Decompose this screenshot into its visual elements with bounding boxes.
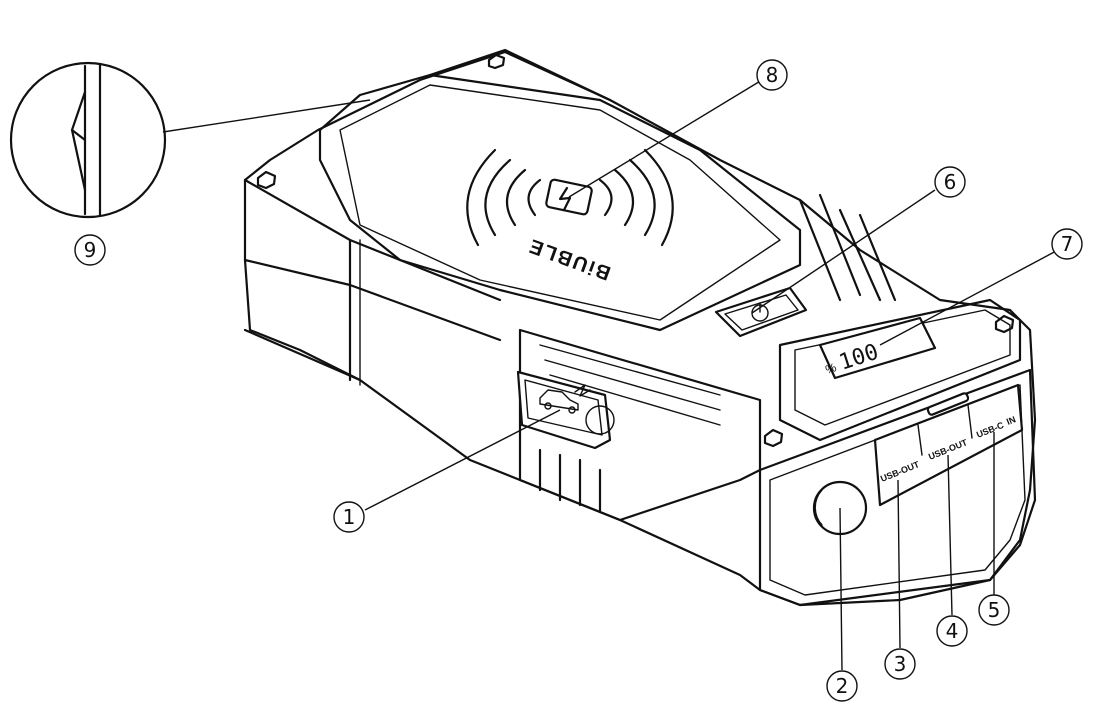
battery-display: % 100 xyxy=(818,316,937,380)
callout-5-number: 5 xyxy=(988,598,1001,622)
callout-2: 2 xyxy=(826,670,858,702)
callout-3-number: 3 xyxy=(894,652,907,676)
callout-1: 1 xyxy=(333,501,365,533)
callout-6: 6 xyxy=(934,166,966,198)
callout-8-number: 8 xyxy=(766,63,779,87)
usb-c-in-label: IN xyxy=(1005,414,1017,427)
callout-8: 8 xyxy=(756,59,788,91)
leader-lines xyxy=(364,79,1059,671)
wireless-charging-pad xyxy=(466,148,674,247)
callout-4-number: 4 xyxy=(946,619,959,643)
car-icon xyxy=(539,384,591,414)
callout-7: 7 xyxy=(1051,228,1083,260)
callout-9: 9 xyxy=(74,234,106,266)
detail-inset xyxy=(9,61,371,219)
callout-9-number: 9 xyxy=(84,238,97,262)
callout-7-number: 7 xyxy=(1061,232,1074,256)
callout-4: 4 xyxy=(936,615,968,647)
lightning-bolt-icon xyxy=(558,186,572,212)
callout-2-number: 2 xyxy=(836,674,849,698)
brand-logo-text: BiUBLE xyxy=(525,234,614,284)
callout-1-number: 1 xyxy=(343,505,356,529)
device-body xyxy=(243,48,1037,607)
display-unit: % xyxy=(824,360,839,377)
callout-6-number: 6 xyxy=(944,170,957,194)
power-button[interactable] xyxy=(714,286,808,338)
front-port-panel: USB-OUT USB-OUT USB-C IN xyxy=(812,383,1024,536)
callout-5: 5 xyxy=(978,594,1010,626)
callout-3: 3 xyxy=(884,648,916,680)
